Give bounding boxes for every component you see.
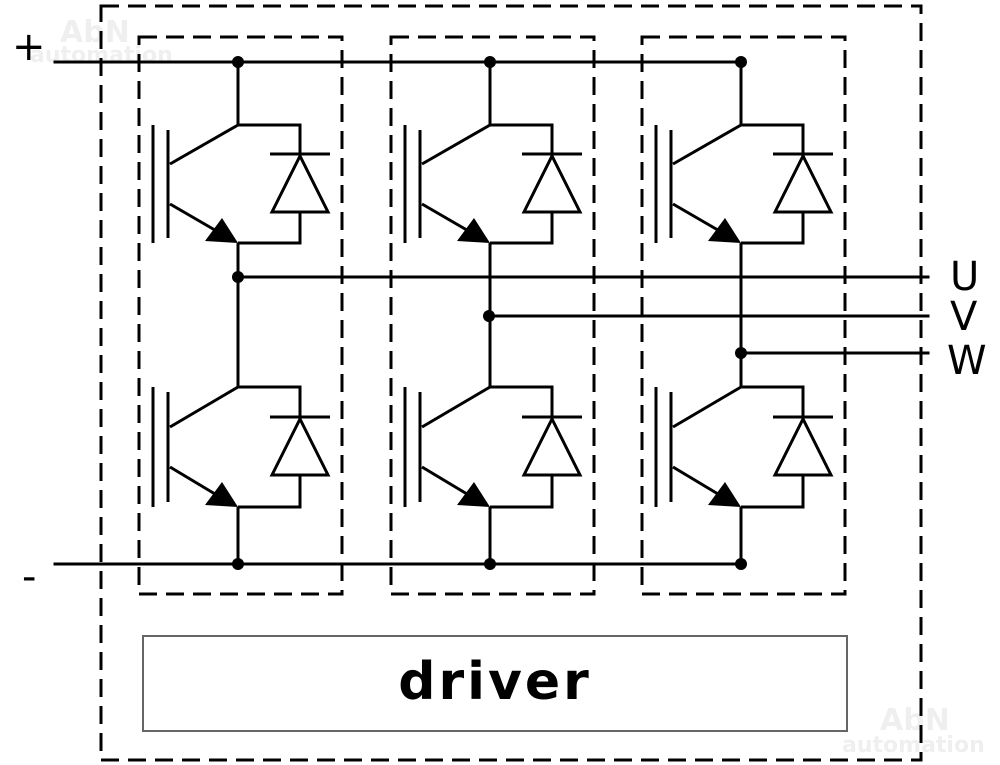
emitter-arrow-icon [205,482,238,507]
emitter-lead [421,202,473,235]
junction-dot [484,558,496,570]
collector-lead [672,385,742,429]
lower-switch [403,385,583,509]
junction-dot [232,56,244,68]
lower-switch [151,385,331,509]
emitter-arrow-icon [457,482,490,507]
watermark-bottom-sub: automation [842,733,985,758]
junction-dot [735,558,747,570]
diode-icon [772,415,834,477]
negative-rail-label: - [22,554,36,600]
igbt-legs [151,62,834,564]
collector-lead [421,123,491,166]
upper-switch [654,123,834,245]
phase-u-label: U [950,254,979,300]
emitter-lead [672,465,724,499]
junction-dot [484,56,496,68]
emitter-arrow-icon [708,218,741,243]
emitter-lead [169,465,221,499]
upper-switch [151,123,331,245]
emitter-arrow-icon [205,218,238,243]
watermark-top-brand: AbN [60,15,130,50]
emitter-arrow-icon [457,218,490,243]
positive-rail-label: + [12,24,46,70]
collector-lead [421,385,491,429]
igbt-leg-3 [654,62,834,564]
upper-switch [403,123,583,245]
junction-dot [735,347,747,359]
emitter-lead [169,202,221,235]
collector-lead [169,385,239,429]
igbt-leg-1 [151,62,331,564]
junction-dot [735,56,747,68]
diode-icon [269,415,331,477]
emitter-arrow-icon [708,482,741,507]
phase-v-label: V [950,294,978,340]
diode-icon [772,152,834,214]
diode-icon [521,152,583,214]
collector-lead [169,123,239,166]
leg-boundary-1 [137,35,344,596]
diode-icon [269,152,331,214]
junction-dot [483,310,495,322]
collector-lead [672,123,742,166]
driver-label: driver [398,652,592,712]
watermark-bottom-brand: AbN [880,703,950,738]
diode-icon [521,415,583,477]
junction-dot [232,271,244,283]
junction-dots [232,56,747,570]
module-boundary [99,4,923,762]
junction-dot [232,558,244,570]
phase-w-label: W [947,338,987,384]
lower-switch [654,385,834,509]
driver-block [142,635,848,732]
emitter-lead [421,465,473,499]
emitter-lead [672,202,724,235]
